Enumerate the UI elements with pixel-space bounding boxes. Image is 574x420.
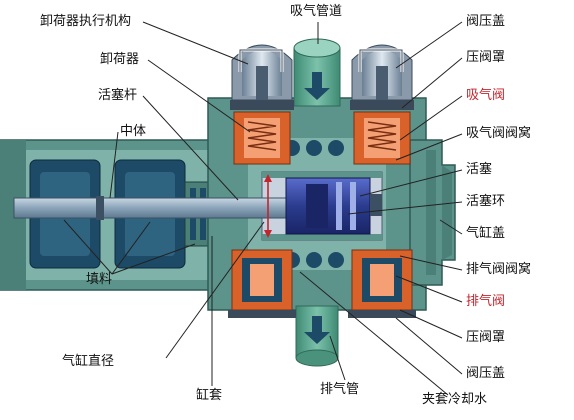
label-suction-pipe: 吸气管道 — [290, 4, 343, 19]
label-valve-cover-top: 阀压盖 — [466, 14, 506, 29]
label-valve-cage-bottom: 压阀罩 — [466, 330, 506, 345]
label-valve-cover-bottom: 阀压盖 — [466, 366, 506, 381]
suction-valve-left — [230, 44, 294, 165]
label-piston: 活塞 — [466, 162, 493, 177]
piston-shape — [285, 177, 382, 235]
rod-collar — [96, 196, 104, 220]
discharge-valve-right — [348, 249, 416, 318]
label-packing: 填料 — [86, 272, 113, 287]
label-valve-cage-top: 压阀罩 — [466, 50, 506, 65]
label-cylinder-head: 气缸盖 — [466, 226, 506, 241]
discharge-pipe-shape — [295, 305, 339, 367]
suction-pipe-shape — [293, 38, 341, 107]
label-piston-rod: 活塞杆 — [98, 88, 138, 103]
label-unloader: 卸荷器 — [100, 52, 140, 67]
label-body: 中体 — [120, 124, 147, 139]
label-jacket-cooling-water: 夹套冷却水 — [422, 392, 488, 407]
label-unloader-actuator: 卸荷器执行机构 — [40, 14, 132, 29]
label-discharge-valve: 排气阀 — [466, 294, 506, 309]
label-discharge-valve-pocket: 排气阀阀窝 — [466, 262, 532, 277]
discharge-valve-left — [228, 249, 296, 318]
label-suction-valve: 吸气阀 — [466, 88, 506, 103]
label-cylinder-diameter: 气缸直径 — [62, 354, 115, 369]
leader-lines — [63, 21, 463, 396]
suction-valve-right — [350, 44, 414, 165]
label-cylinder-liner: 缸套 — [196, 388, 223, 403]
piston-rod-shape — [13, 197, 317, 219]
label-suction-valve-pocket: 吸气阀阀窝 — [466, 126, 532, 141]
label-piston-ring: 活塞环 — [466, 194, 506, 209]
cylinder-diameter-arrow — [264, 174, 272, 238]
label-discharge-pipe: 排气管 — [320, 382, 360, 397]
